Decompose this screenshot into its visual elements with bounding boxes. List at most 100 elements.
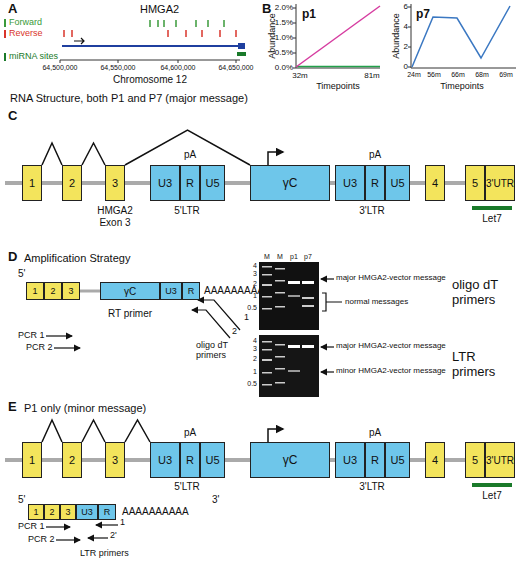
box-text: U5 (390, 177, 404, 189)
text-label: pA (369, 149, 381, 161)
axis (293, 4, 380, 68)
promoter-arrow (268, 152, 283, 165)
vector-box: γC (100, 282, 160, 300)
vector-box: U3 (335, 442, 365, 478)
text-label: PCR 1 (18, 330, 45, 340)
box-text: 3 (65, 507, 70, 517)
mirna-site (237, 52, 246, 56)
primer-arrow (54, 347, 80, 348)
text-label: 2' (110, 530, 117, 540)
text-label: normal messages (345, 297, 408, 306)
text-label: 2 (232, 326, 237, 336)
band (302, 297, 314, 299)
box-text: U3 (343, 454, 357, 466)
text-label: HMGA2 Exon 3 (90, 205, 140, 228)
vector-box: R (365, 165, 385, 201)
text-label: Chromosome 12 (113, 74, 187, 86)
legend-item: Reverse (4, 29, 43, 38)
box-text: R (371, 454, 379, 466)
vector-box: U3 (76, 504, 98, 520)
text-label: 5'LTR (174, 205, 200, 217)
text-label: 3' (212, 494, 219, 506)
box-text: U5 (390, 454, 404, 466)
rna-line (80, 290, 100, 293)
text-label: 3'LTR (359, 205, 385, 217)
splice-connector (42, 420, 62, 442)
text-label: p7 (416, 8, 430, 22)
exon-box: 4 (425, 165, 445, 201)
text-label: LTR primers (452, 350, 518, 380)
band (275, 280, 285, 282)
text-label: 1 (253, 292, 257, 300)
band (262, 359, 272, 361)
text-label: 3'LTR (359, 481, 385, 493)
tick (235, 30, 237, 37)
exon-box: 3 (60, 504, 76, 520)
tick (167, 30, 169, 37)
exon-box: 2 (44, 282, 62, 300)
text-label: pA (184, 149, 196, 161)
let7-site (472, 206, 512, 210)
text-label: M (264, 253, 270, 261)
box-text: R (186, 454, 194, 466)
vector-box: U5 (200, 442, 225, 478)
vector-box: U5 (385, 165, 410, 201)
box-text: 3'UTR (486, 455, 514, 466)
text-label: AAAAAAAAAA (122, 506, 189, 518)
text-label: 66m (451, 71, 465, 79)
band (275, 306, 285, 308)
data-line (296, 66, 380, 68)
band (288, 345, 300, 348)
text-label: 3' (300, 268, 307, 280)
splice-connector (82, 143, 105, 165)
exon-box: 1 (22, 442, 42, 478)
text-label: 1 (244, 312, 249, 322)
text-label: 56m (427, 71, 441, 79)
text-label: 24m (407, 71, 421, 79)
band (262, 274, 272, 276)
text-label: major HMGA2-vector message (336, 273, 446, 282)
text-label: 3 (253, 270, 257, 278)
text-label: 2 (253, 355, 257, 363)
box-text: γC (124, 286, 136, 297)
exon-box: 3 (105, 442, 125, 478)
vector-box: U3 (160, 282, 182, 300)
box-text: U3 (158, 177, 172, 189)
data-line (412, 6, 510, 67)
text-label: minor HMGA2-vector message (336, 366, 446, 375)
text-label: Timepoints (316, 81, 360, 91)
box-text: 3 (112, 177, 118, 189)
band (275, 268, 285, 270)
promoter-arrow (268, 429, 283, 442)
box-text: 3 (112, 454, 118, 466)
box-text: 2 (50, 286, 55, 296)
text-label: 0.5 (247, 380, 257, 388)
text-label: p7 (304, 253, 312, 261)
text-label: 64,500,000 (42, 64, 77, 72)
text-label: 0.5% (275, 48, 293, 57)
legend-item: miRNA sites (4, 52, 58, 61)
text-label: PCR 2 (26, 342, 53, 352)
box-text: 2 (49, 507, 54, 517)
gene-end (238, 43, 245, 49)
band (262, 296, 272, 298)
splice-connector (125, 420, 150, 442)
axis (60, 60, 240, 63)
forward-ticks (150, 20, 224, 27)
legend-text: Reverse (9, 28, 43, 38)
band (262, 349, 272, 351)
box-text: U3 (343, 177, 357, 189)
text-label: 6 (404, 2, 408, 11)
box-text: 4 (432, 177, 438, 189)
box-text: 2 (69, 177, 75, 189)
tick (201, 30, 203, 37)
box-text: U5 (205, 454, 219, 466)
band (275, 356, 285, 358)
primer-arrow (96, 524, 118, 525)
reverse-ticks (64, 30, 236, 37)
splice-connector (125, 130, 250, 165)
primer-arrow (56, 539, 80, 540)
text-label: E (8, 400, 17, 415)
box-text: 5 (472, 177, 478, 189)
text-label: 32m (292, 71, 308, 80)
